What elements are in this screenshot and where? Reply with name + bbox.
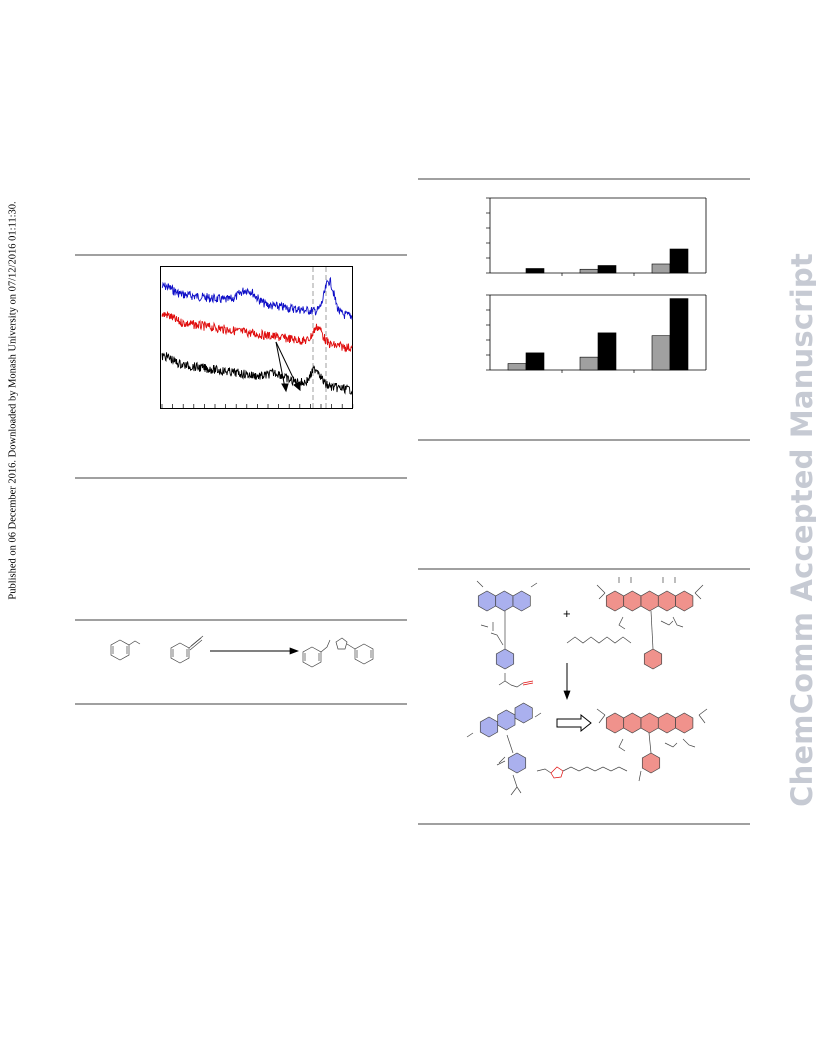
spectra-chart bbox=[160, 266, 354, 409]
benzyl-reactant bbox=[110, 639, 141, 661]
aromatic-ring bbox=[623, 590, 642, 612]
aromatic-ring bbox=[675, 712, 694, 734]
phenylacetylene-reactant bbox=[170, 635, 204, 664]
spectrum-trace bbox=[161, 311, 353, 353]
triazole-product bbox=[302, 637, 374, 668]
rule-right-4 bbox=[418, 823, 750, 825]
aromatic-ring bbox=[605, 712, 625, 734]
reaction-scheme bbox=[110, 635, 374, 668]
bond bbox=[648, 732, 652, 754]
watermark: ChemComm Accepted Manuscript bbox=[772, 250, 816, 810]
spectra-series bbox=[161, 276, 353, 395]
rule-right-1 bbox=[418, 178, 750, 180]
aromatic-ring bbox=[657, 712, 676, 734]
arrowhead-1 bbox=[281, 383, 289, 393]
spectra-arrows bbox=[275, 341, 301, 393]
reaction-arrow bbox=[210, 647, 299, 655]
bar bbox=[651, 263, 671, 274]
rule-left-2 bbox=[75, 477, 407, 479]
donor-acceptor-scheme: + bbox=[466, 577, 708, 796]
bar-chart-upper bbox=[486, 197, 707, 276]
aromatic-ring bbox=[657, 590, 676, 612]
aromatic-ring bbox=[641, 752, 661, 774]
spectrum-trace bbox=[161, 276, 353, 320]
rule-right-3 bbox=[418, 568, 750, 570]
arrowhead-2 bbox=[293, 381, 301, 392]
spectrum-trace bbox=[161, 352, 353, 395]
scheme-rings bbox=[477, 590, 694, 774]
bar bbox=[597, 332, 617, 371]
bar bbox=[525, 268, 545, 274]
publication-notice-text: Published on 06 December 2016. Downloade… bbox=[7, 200, 19, 600]
arrow-1 bbox=[275, 341, 286, 389]
aromatic-ring bbox=[643, 648, 663, 670]
bar bbox=[669, 248, 689, 274]
aromatic-ring bbox=[605, 590, 625, 612]
bar bbox=[669, 298, 689, 371]
aromatic-ring bbox=[497, 709, 516, 731]
bar-chart-lower bbox=[486, 294, 707, 373]
arrow-2 bbox=[275, 341, 299, 389]
aromatic-ring bbox=[479, 716, 499, 738]
bar bbox=[651, 335, 671, 371]
bar bbox=[579, 268, 599, 274]
aromatic-ring bbox=[495, 648, 515, 670]
bar bbox=[525, 352, 545, 371]
aromatic-ring bbox=[512, 590, 531, 612]
aromatic-ring bbox=[623, 712, 642, 734]
aromatic-ring bbox=[640, 590, 659, 612]
rule-left-1 bbox=[75, 254, 407, 256]
bar bbox=[597, 265, 617, 274]
aromatic-ring bbox=[477, 590, 497, 612]
aromatic-ring bbox=[495, 590, 514, 612]
aromatic-ring bbox=[507, 752, 527, 774]
publication-notice: Published on 06 December 2016. Downloade… bbox=[4, 160, 22, 640]
rule-right-2 bbox=[418, 439, 750, 441]
bond bbox=[506, 734, 514, 754]
spectra-frame bbox=[160, 266, 353, 409]
spectra-x-ticks bbox=[161, 404, 354, 408]
aromatic-ring bbox=[514, 702, 533, 724]
aromatic-ring bbox=[640, 712, 659, 734]
plus-sign: + bbox=[563, 606, 571, 621]
scheme-bonds bbox=[466, 577, 708, 796]
bond bbox=[650, 610, 654, 650]
bar bbox=[507, 363, 527, 371]
watermark-text: ChemComm Accepted Manuscript bbox=[785, 253, 816, 807]
rule-left-3 bbox=[75, 619, 407, 621]
rule-left-4 bbox=[75, 703, 407, 705]
aromatic-ring bbox=[675, 590, 694, 612]
bar bbox=[579, 356, 599, 371]
